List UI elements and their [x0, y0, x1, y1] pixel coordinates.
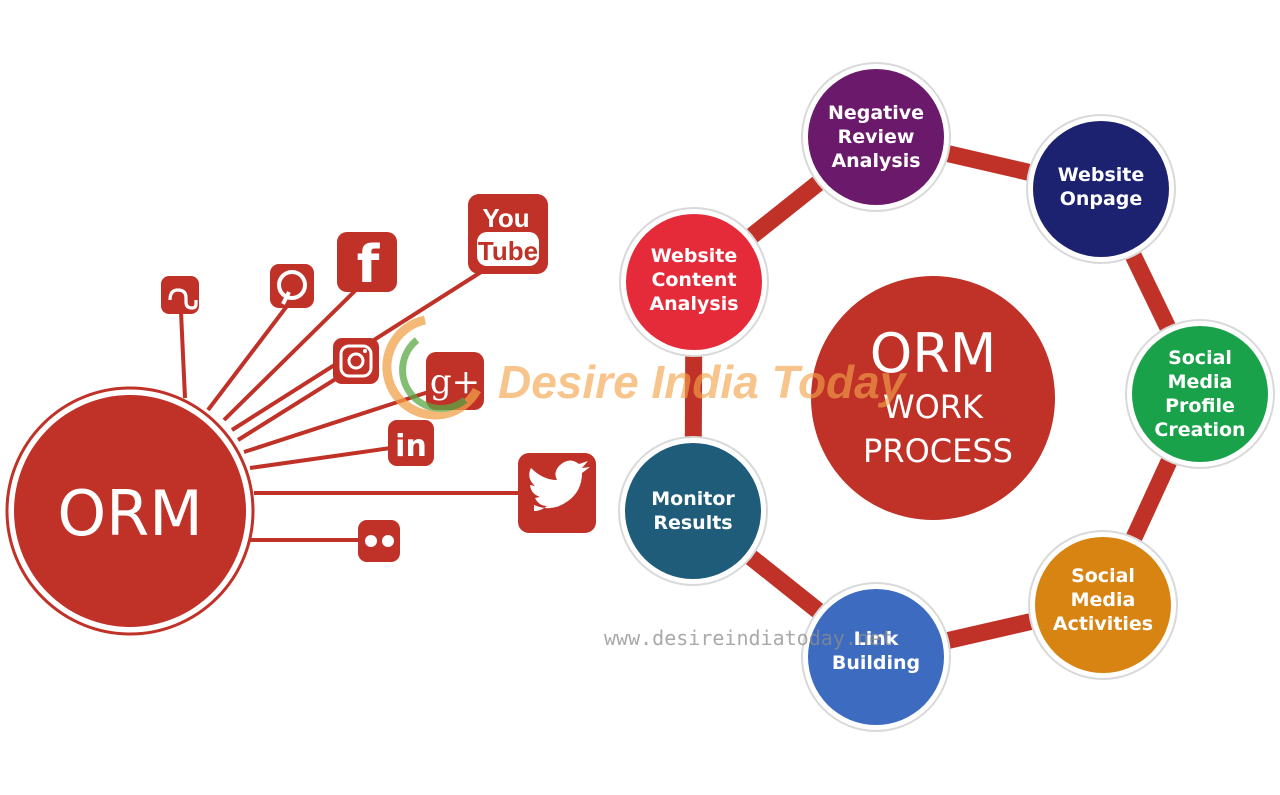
youtube-top-label: You [482, 203, 529, 233]
facebook-glyph: f [357, 235, 381, 295]
node-line: Building [832, 652, 920, 674]
watermark: Desire India Today www.desireindiatoday.… [382, 315, 908, 650]
node-line: Negative [828, 102, 924, 124]
process-node-negative-review-analysis: Negative Review Analysis [801, 62, 951, 212]
center-line-1: ORM [870, 322, 997, 385]
node-line: Review [838, 126, 915, 148]
node-line: Link [854, 628, 899, 650]
node-line: Activities [1053, 613, 1153, 635]
linkedin-icon: in [388, 420, 434, 466]
stumbleupon-icon [161, 276, 199, 314]
node-line: Profile [1165, 395, 1235, 417]
linkedin-glyph: in [395, 429, 427, 464]
watermark-logo-icon [382, 315, 481, 420]
process-node-website-content-analysis: Website Content Analysis [619, 207, 769, 357]
node-line: Results [653, 512, 732, 534]
facebook-icon: f [337, 232, 397, 295]
process-node-link-building: Link Building [801, 582, 951, 732]
social-connector-lines [179, 258, 525, 542]
process-center: ORM WORK PROCESS [811, 276, 1055, 520]
flickr-icon [358, 520, 400, 562]
node-line: Content [651, 269, 736, 291]
node-line: Analysis [831, 150, 920, 172]
node-line: Onpage [1060, 188, 1143, 210]
node-line: Media [1071, 589, 1136, 611]
node-line: Social [1168, 347, 1232, 369]
node-line: Media [1168, 371, 1233, 393]
watermark-brand: Desire India Today [498, 356, 908, 408]
google-plus-icon: g+ [426, 352, 484, 410]
node-line: Monitor [651, 488, 735, 510]
center-line-2: WORK [883, 388, 984, 426]
process-node-social-media-profile-creation: Social Media Profile Creation [1125, 319, 1275, 469]
pinterest-icon [270, 264, 314, 308]
orm-hub-label: ORM [57, 477, 202, 550]
process-node-website-onpage: Website Onpage [1026, 114, 1176, 264]
twitter-icon [518, 453, 596, 533]
youtube-bottom-label: Tube [478, 236, 538, 266]
orm-hub: ORM [5, 386, 255, 636]
instagram-icon [333, 338, 379, 384]
youtube-icon: You Tube [468, 194, 548, 274]
process-node-monitor-results: Monitor Results [618, 436, 768, 586]
process-node-social-media-activities: Social Media Activities [1028, 530, 1178, 680]
node-line: Analysis [649, 293, 738, 315]
node-line: Creation [1154, 419, 1245, 441]
watermark-url: www.desireindiatoday.net [604, 626, 893, 650]
node-line: Social [1071, 565, 1135, 587]
node-line: Website [1058, 164, 1145, 186]
center-line-3: PROCESS [863, 432, 1013, 470]
node-line: Website [651, 245, 738, 267]
